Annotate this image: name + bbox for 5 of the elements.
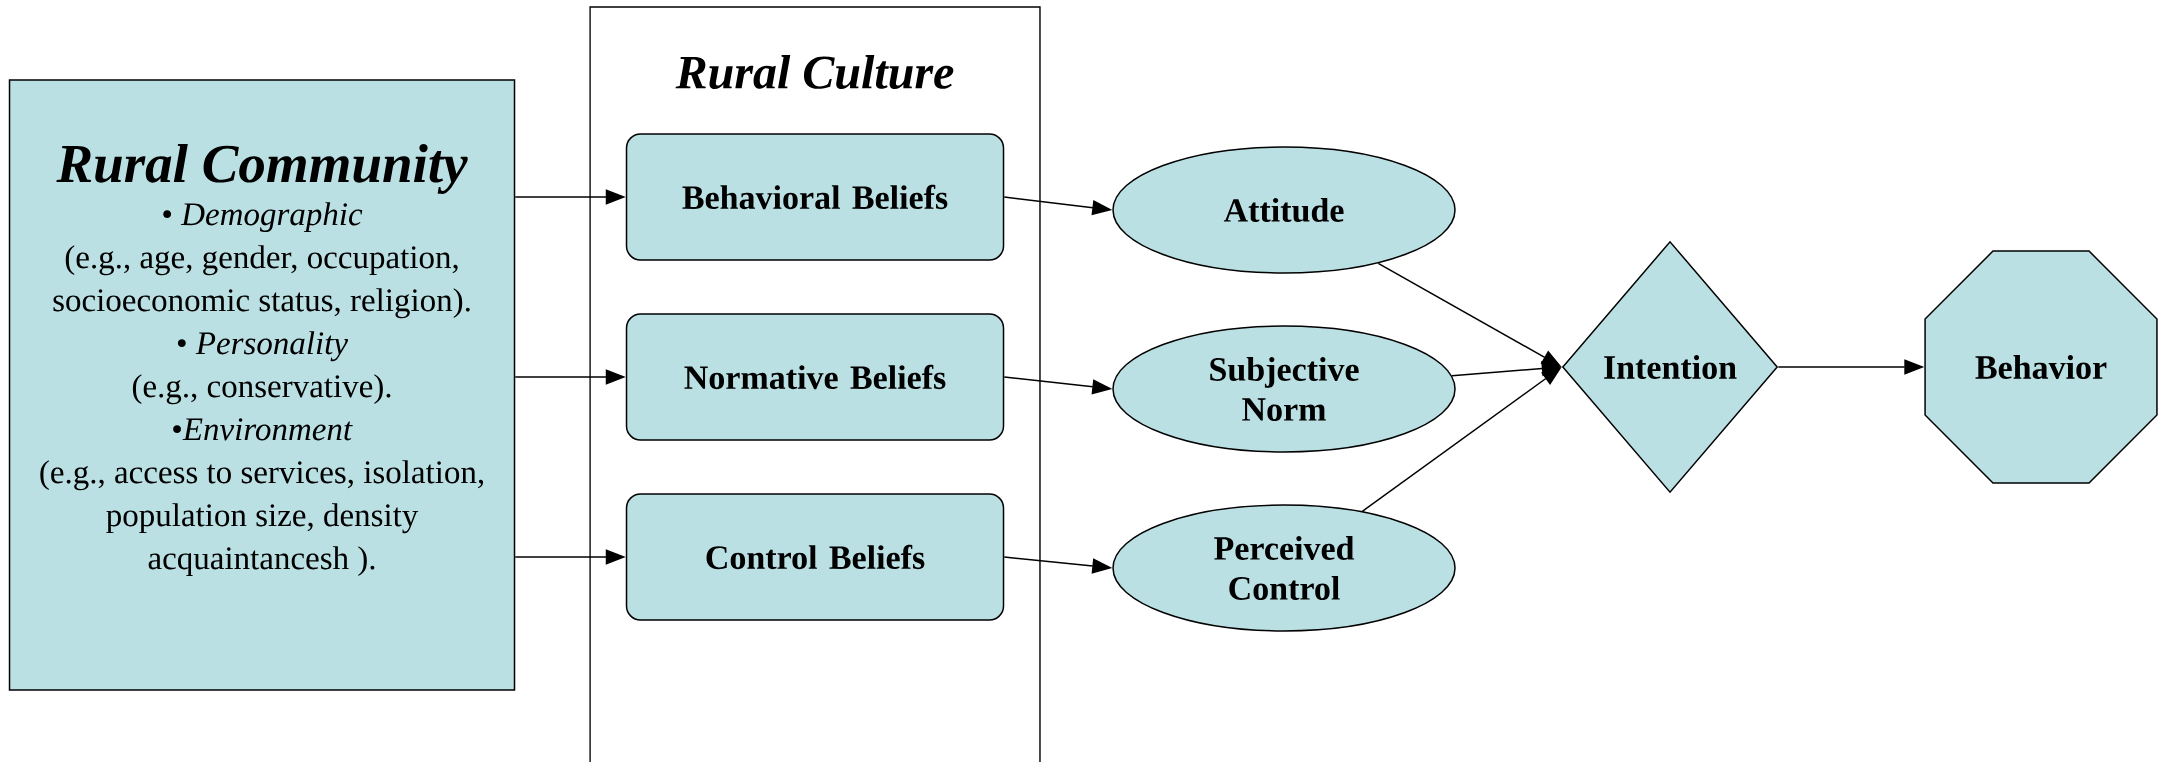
community-box: Rural Community • Demographic (e.g., age, gender, occupation, socioeconomic status, religion). • Personality (e.g., conservative). •Environment (e.g., access to services, isolation, population size, density acquaintancesh ). <box>8 79 516 691</box>
behavior-octagon: Behavior <box>1924 250 2158 484</box>
beliefs-box: Control Beliefs <box>625 493 1005 621</box>
beliefs-box: Behavioral Beliefs <box>625 133 1005 261</box>
beliefs-box: Normative Beliefs <box>625 313 1005 441</box>
